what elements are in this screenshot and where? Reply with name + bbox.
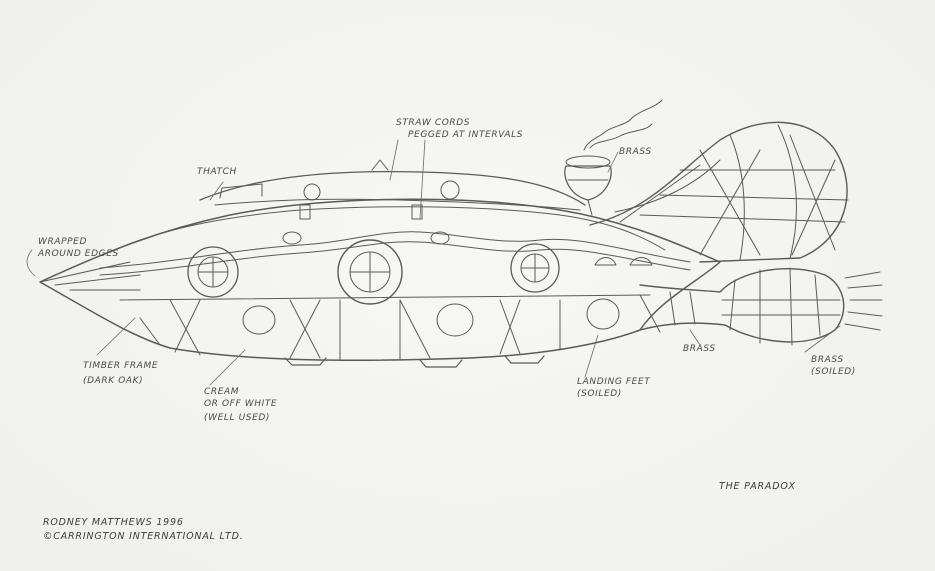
label-brass-soiled: BRASS (SOILED) — [811, 354, 856, 378]
label-line: BRASS — [683, 344, 716, 354]
credit-line-2: ©CARRINGTON INTERNATIONAL LTD. — [43, 531, 244, 542]
label-line: OR OFF WHITE — [204, 399, 278, 409]
window-right — [510, 243, 560, 293]
label-line: THATCH — [197, 167, 237, 177]
label-landing-feet: LANDING FEET (SOILED) — [577, 376, 650, 400]
label-brass-chimney: BRASS — [619, 146, 652, 158]
label-line: BRASS — [619, 147, 652, 157]
label-line: (DARK OAK) — [83, 376, 144, 386]
title-text: THE PARADOX — [719, 481, 796, 492]
label-line: AROUND EDGES — [38, 249, 119, 259]
label-line: LANDING FEET — [577, 377, 651, 387]
leader-lines — [26, 139, 841, 386]
label-line: WRAPPED — [38, 237, 87, 247]
credit-line-1: RODNEY MATTHEWS 1996 — [43, 517, 184, 528]
label-cream: CREAM OR OFF WHITE (WELL USED) — [204, 386, 277, 424]
tail-fin — [589, 121, 849, 263]
label-brass-engine: BRASS — [683, 343, 716, 355]
label-line: (SOILED) — [811, 367, 856, 377]
hull — [39, 159, 721, 362]
label-thatch: THATCH — [197, 166, 237, 178]
label-line: STRAW CORDS — [396, 118, 471, 128]
label-line: (SOILED) — [577, 389, 622, 399]
label-wrapped-around-edges: WRAPPED AROUND EDGES — [38, 236, 119, 260]
artist-credit: RODNEY MATTHEWS 1996 ©CARRINGTON INTERNA… — [43, 517, 244, 543]
label-line: CREAM — [204, 387, 240, 397]
drawing-title: THE PARADOX — [719, 481, 796, 493]
label-line: PEGGED AT INTERVALS — [408, 130, 524, 140]
label-line: (WELL USED) — [204, 413, 271, 423]
label-timber-frame: TIMBER FRAME (DARK OAK) — [83, 360, 158, 387]
label-line: BRASS — [811, 355, 844, 365]
landing-feet — [284, 355, 545, 368]
brass-engine — [639, 267, 883, 346]
label-line: TIMBER FRAME — [83, 361, 159, 371]
window-left — [187, 246, 239, 298]
label-straw-cords: STRAW CORDS PEGGED AT INTERVALS — [396, 117, 523, 141]
window-center — [337, 239, 403, 305]
brass-chimney — [564, 99, 663, 216]
